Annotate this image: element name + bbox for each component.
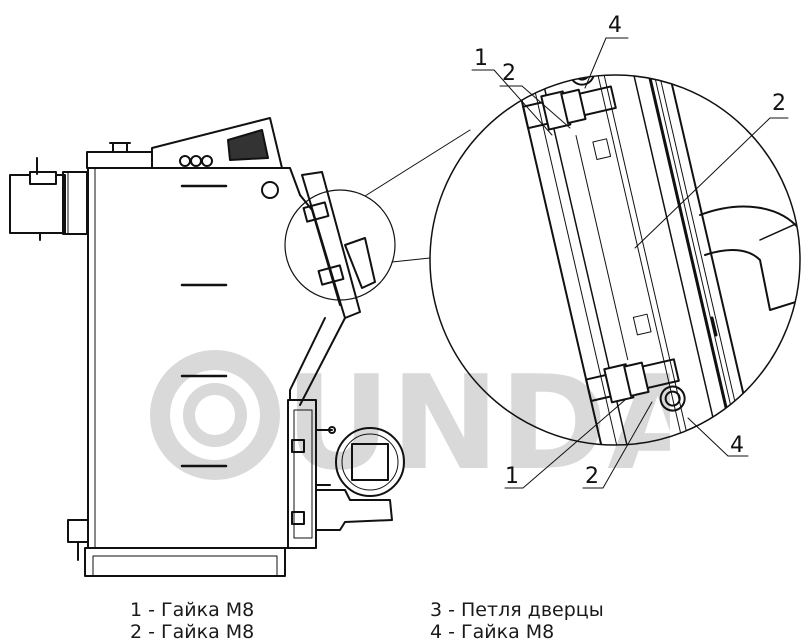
- boiler-drawing: 1 2 4 2 1 2 4: [9, 13, 801, 577]
- leader-top-2: [499, 85, 571, 129]
- front-slope: [289, 317, 346, 406]
- leader-top-4: [584, 37, 629, 89]
- lower-door: [287, 399, 336, 549]
- detail-circle-small: [284, 189, 396, 301]
- boiler-base: [84, 547, 286, 577]
- watermark-ring: [150, 350, 280, 480]
- callout-bottom-1: 1: [505, 464, 519, 489]
- callout-top-2: 2: [502, 61, 516, 86]
- callout-bottom-2: 2: [585, 464, 599, 489]
- callout-top-4: 4: [608, 13, 622, 38]
- callout-bottom-4: 4: [730, 433, 744, 458]
- detail-view: [429, 37, 801, 489]
- boiler-body: [67, 167, 301, 561]
- watermark-ring-inner: [183, 383, 247, 447]
- leader-bottom-2: [582, 401, 653, 489]
- legend-item-3: 3 - Петля дверцы: [430, 599, 604, 621]
- leader-bottom-4: [687, 417, 749, 457]
- callout-top-1: 1: [474, 46, 488, 71]
- boiler-top-cover: [86, 117, 283, 169]
- detail-leader-bottom: [391, 257, 431, 263]
- leader-right-2: [634, 117, 789, 249]
- boiler-side-view: [9, 117, 405, 577]
- leader-top-1: [471, 69, 553, 136]
- blower-fan: [315, 427, 405, 531]
- callout-right-2: 2: [772, 91, 786, 116]
- detail-leader-top: [364, 129, 471, 197]
- legend-item-1: 1 - Гайка М8: [130, 599, 255, 621]
- leader-bottom-1: [504, 399, 626, 489]
- flue-pipe: [9, 157, 88, 241]
- upper-door: [299, 171, 376, 319]
- legend-item-4: 4 - Гайка М8: [430, 621, 555, 643]
- legend-item-2: 2 - Гайка М8: [130, 621, 255, 643]
